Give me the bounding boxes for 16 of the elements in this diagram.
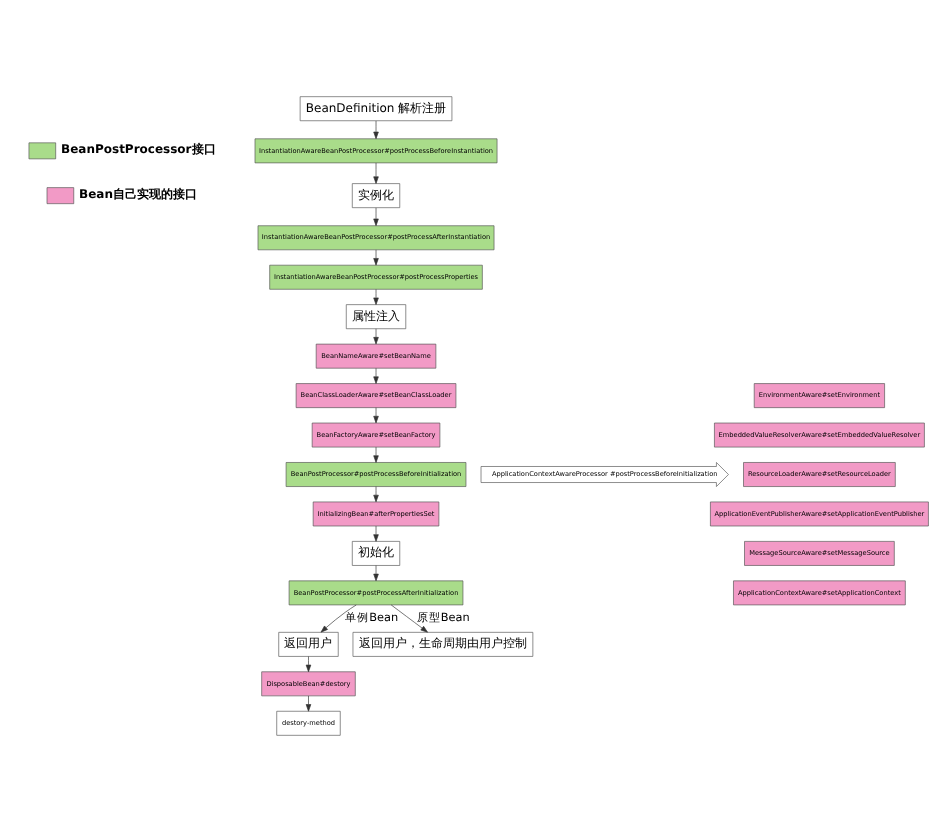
arrow bbox=[373, 366, 379, 383]
arrow bbox=[373, 288, 379, 304]
arrow bbox=[373, 248, 379, 265]
arrow bbox=[320, 603, 357, 632]
arrow bbox=[373, 119, 379, 139]
arrow bbox=[373, 161, 379, 183]
arrow bbox=[305, 694, 312, 711]
arrow bbox=[390, 603, 428, 632]
arrow bbox=[373, 564, 379, 581]
arrow bbox=[373, 206, 379, 225]
arrow bbox=[373, 485, 379, 502]
arrow bbox=[373, 445, 379, 462]
arrow bbox=[305, 655, 312, 672]
arrow bbox=[373, 406, 379, 423]
arrow bbox=[373, 524, 379, 541]
arrow bbox=[373, 327, 379, 344]
